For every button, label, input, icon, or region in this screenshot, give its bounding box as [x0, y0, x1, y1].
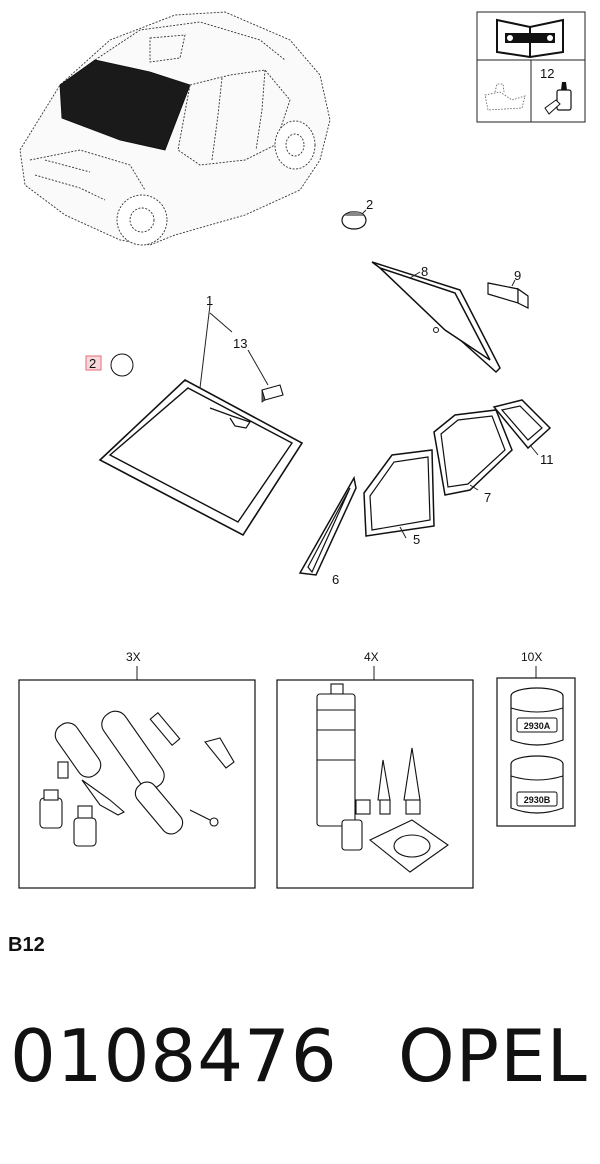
part-7-rear-door-glass: 7	[433, 409, 513, 505]
part-2-grommet-left: 2	[85, 353, 134, 377]
part-2-grommet-top: 2	[341, 197, 373, 230]
highlight-box	[85, 355, 102, 371]
adhesive-bottle-icon	[544, 82, 572, 115]
fluid-container-icon	[484, 83, 526, 111]
kit-10x-qty: 10X	[521, 650, 542, 664]
part-13-clip	[261, 384, 284, 403]
callout-8: 8	[421, 264, 428, 279]
car-illustration	[19, 11, 331, 246]
adhesive-tubes-illustration	[39, 710, 235, 847]
part-6-triangle-glass: 6	[298, 475, 357, 587]
part-1-windscreen: 1 13	[98, 293, 304, 537]
kit-4x: 4X	[276, 650, 474, 889]
callout-2-top: 2	[366, 197, 373, 212]
jar-2930b: 2930B	[510, 755, 564, 814]
kit-4x-qty: 4X	[364, 650, 379, 664]
jar-2930a: 2930A	[510, 687, 564, 746]
part-9-block: 9	[487, 268, 529, 309]
callout-5: 5	[413, 532, 420, 547]
jar-b-label: 2930B	[524, 795, 551, 805]
part-5-door-glass: 5	[363, 449, 435, 547]
callout-12: 12	[540, 66, 554, 81]
callout-2-left: 2	[89, 356, 96, 371]
brand-name: OPEL	[398, 1014, 588, 1098]
callout-1: 1	[206, 293, 213, 308]
repair-manual-icon	[496, 18, 564, 59]
callout-7: 7	[484, 490, 491, 505]
section-code: B12	[8, 934, 45, 956]
kit-3x: 3X	[18, 650, 256, 889]
callout-13: 13	[233, 336, 247, 351]
part-11-rear-quarter-glass: 11	[492, 399, 554, 467]
callout-9: 9	[514, 268, 521, 283]
callout-6: 6	[332, 572, 339, 587]
callout-11: 11	[540, 452, 554, 467]
reference-symbol-box: 12	[476, 11, 586, 123]
part-number: 0108476	[10, 1014, 338, 1098]
kit-3x-qty: 3X	[126, 650, 141, 664]
kit-10x: 10X 2930A 2930B	[496, 650, 576, 827]
jar-a-label: 2930A	[524, 721, 551, 731]
cartridge-nozzle-illustration	[316, 683, 449, 873]
part-8-quarter-glass: 8	[371, 261, 501, 374]
